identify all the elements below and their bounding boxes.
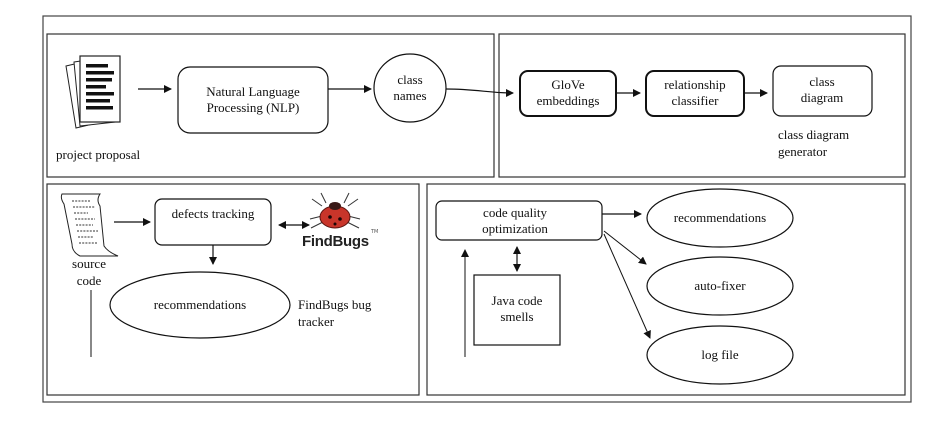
code-quality-optimization-label: code quality optimization	[482, 205, 548, 236]
auto-fixer-label: auto-fixer	[694, 278, 746, 293]
class-names-node	[373, 53, 447, 123]
panel-code-quality	[426, 183, 906, 396]
log-file-label: log file	[701, 347, 739, 362]
class-diagram-generator-caption: class diagram generator	[778, 127, 850, 159]
relationship-classifier-label: relationship classifier	[664, 77, 726, 108]
panel-findbugs	[46, 183, 420, 396]
findbugs-bug-icon	[309, 192, 361, 229]
findbugs-tm-mark: TM	[371, 229, 379, 235]
findbugs-logo-text: FindBugs	[302, 233, 369, 250]
outer-frame	[42, 15, 912, 403]
code-quality-optimization-box	[435, 200, 603, 241]
arrow-classnames-to-glove	[445, 88, 514, 97]
source-code-scroll-icon	[60, 193, 119, 257]
class-diagram-box	[772, 65, 873, 117]
class-names-label: class names	[393, 72, 427, 103]
recommendations-node-quality	[646, 188, 794, 248]
java-code-smells-label: Java code smells	[491, 293, 543, 324]
findbugs-bug-tracker-caption: FindBugs bug tracker	[298, 297, 372, 329]
source-code-caption: source code	[72, 256, 106, 288]
log-file-node	[646, 325, 794, 385]
panel-class-diagram-generator	[498, 33, 906, 178]
arrow-optimization-to-autofixer	[603, 230, 647, 265]
class-diagram-label: class diagram	[800, 74, 844, 105]
document-stack-icon	[65, 55, 121, 129]
panel-nlp	[46, 33, 495, 178]
java-code-smells-box	[473, 274, 561, 346]
recommendations-findbugs-label: recommendations	[153, 297, 247, 312]
defects-tracking-label: defects tracking	[171, 206, 255, 221]
project-proposal-caption: project proposal	[56, 147, 141, 162]
glove-label: GloVe embeddings	[536, 77, 600, 108]
auto-fixer-node	[646, 256, 794, 316]
recommendations-quality-label: recommendations	[673, 210, 767, 225]
arrow-optimization-to-logfile	[603, 233, 651, 339]
recommendations-node-findbugs	[109, 271, 291, 339]
nlp-box-label: Natural Language Processing (NLP)	[206, 84, 300, 115]
nlp-box	[177, 66, 329, 134]
